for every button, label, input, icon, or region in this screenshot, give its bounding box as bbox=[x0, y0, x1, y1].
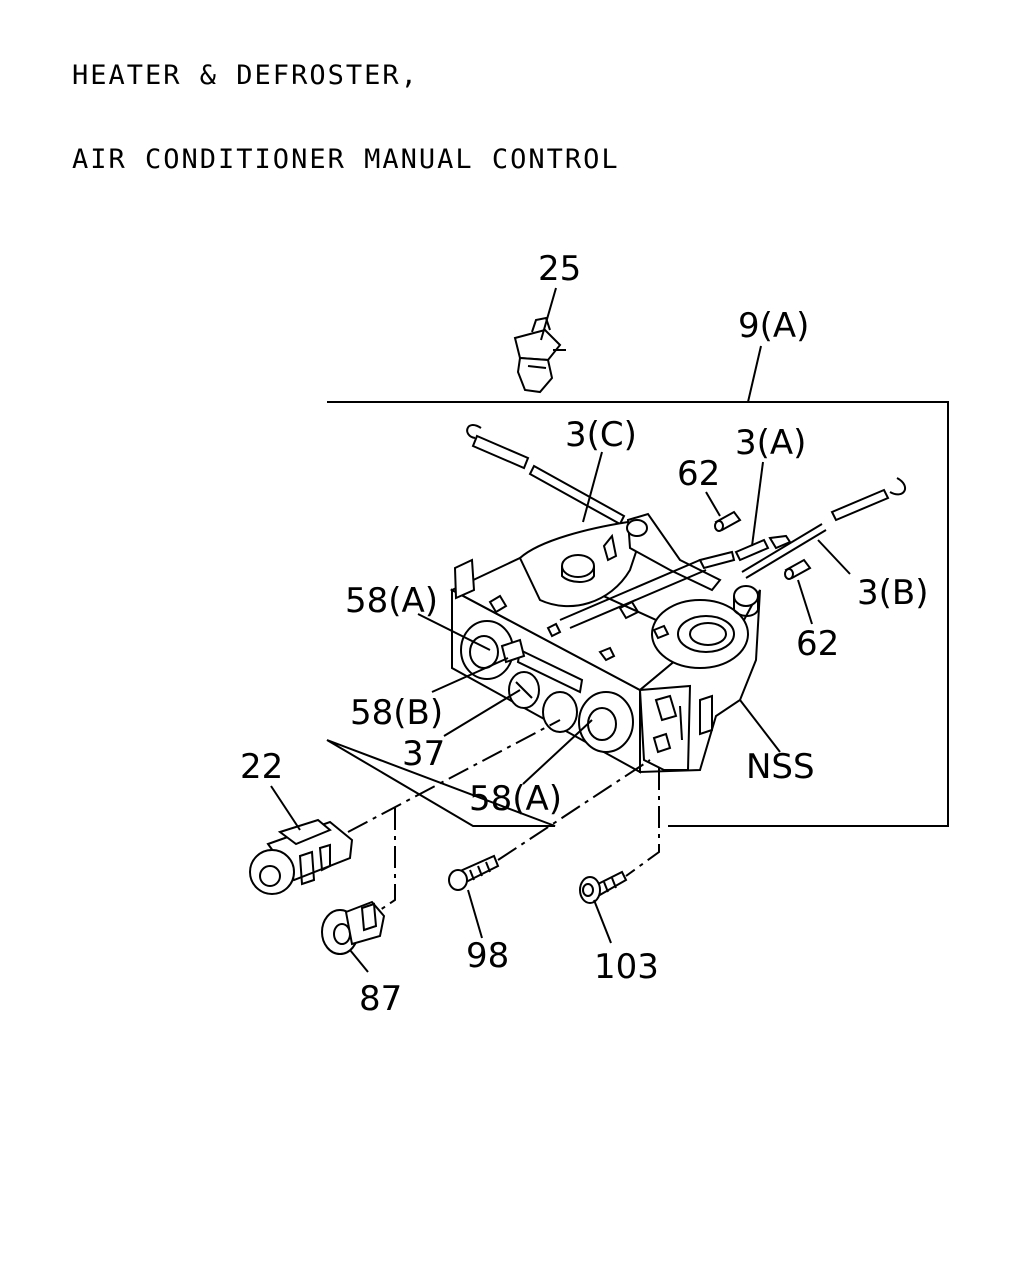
part-22-switch bbox=[249, 818, 354, 895]
callout-62-upper: 62 bbox=[677, 454, 720, 494]
part-25-clip bbox=[513, 316, 566, 394]
leader-lines bbox=[270, 287, 851, 973]
callout-103: 103 bbox=[594, 947, 659, 987]
callout-58a-upper: 58(A) bbox=[345, 581, 438, 621]
title-line-1: HEATER & DEFROSTER, bbox=[72, 60, 419, 91]
cable-3b bbox=[741, 477, 907, 579]
callout-3b: 3(B) bbox=[857, 573, 929, 613]
part-87-cap bbox=[321, 900, 386, 955]
control-unit-body bbox=[449, 512, 761, 774]
title-line-2: AIR CONDITIONER MANUAL CONTROL bbox=[72, 144, 620, 175]
assembly-lines bbox=[347, 719, 660, 911]
callout-3a: 3(A) bbox=[735, 423, 806, 463]
callout-58a-lower: 58(A) bbox=[469, 779, 562, 819]
callout-3c: 3(C) bbox=[565, 415, 637, 455]
callout-37: 37 bbox=[402, 734, 445, 774]
callout-58b: 58(B) bbox=[350, 693, 443, 733]
diagram-title: HEATER & DEFROSTER, AIR CONDITIONER MANU… bbox=[72, 6, 620, 202]
part-62-pin-upper bbox=[714, 510, 742, 532]
part-62-pin-lower bbox=[784, 558, 812, 580]
callout-9a: 9(A) bbox=[738, 306, 809, 346]
callout-25: 25 bbox=[538, 249, 581, 289]
cable-3a bbox=[698, 534, 792, 570]
callout-87: 87 bbox=[359, 979, 402, 1019]
callout-nss: NSS bbox=[746, 747, 815, 787]
callout-62-lower: 62 bbox=[796, 624, 839, 664]
part-103-screw bbox=[579, 870, 628, 904]
callout-22: 22 bbox=[240, 747, 283, 787]
callout-98: 98 bbox=[466, 936, 509, 976]
part-98-screw bbox=[448, 854, 500, 891]
